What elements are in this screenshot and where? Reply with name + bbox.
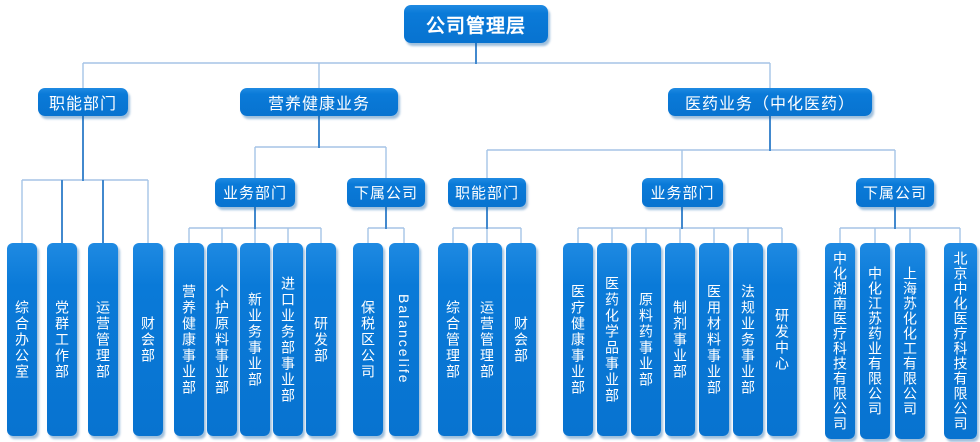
org-node-nutrition-health-division: 营养健康事业部: [174, 243, 204, 436]
org-node-balancelife: Balancelife: [389, 243, 419, 436]
org-node-pharma-operations-management-dept: 运营管理部: [472, 243, 502, 436]
org-node-regulatory-business-division: 法规业务事业部: [733, 243, 763, 436]
org-node-finance-accounting-dept: 财会部: [133, 243, 163, 436]
org-node-operations-management-dept: 运营管理部: [88, 243, 118, 436]
org-node-rnd-center: 研发中心: [767, 243, 797, 436]
org-node-pharma-general-management-dept: 综合管理部: [438, 243, 468, 436]
org-node-nutrition-business-departments: 业务部门: [215, 178, 295, 207]
org-node-company-management: 公司管理层: [404, 5, 548, 43]
org-node-functional-departments: 职能部门: [38, 88, 128, 116]
org-node-medical-materials-division: 医用材料事业部: [699, 243, 729, 436]
org-node-sinochem-jiangsu-pharma: 中化江苏药业有限公司: [860, 243, 890, 439]
org-node-general-office: 综合办公室: [7, 243, 37, 436]
org-node-pharma-finance-accounting-dept: 财会部: [506, 243, 536, 436]
org-node-beijing-sinochem-medical-tech: 北京中化医疗科技有限公司: [944, 243, 977, 439]
org-node-pharma-business-departments: 业务部门: [642, 178, 723, 207]
org-node-new-business-division: 新业务事业部: [240, 243, 270, 436]
org-node-preparations-division: 制剂事业部: [665, 243, 695, 436]
org-node-nutrition-subsidiaries: 下属公司: [347, 178, 425, 207]
org-node-api-division: 原料药事业部: [631, 243, 661, 436]
org-node-personal-care-materials-division: 个护原料事业部: [207, 243, 237, 436]
org-node-medical-health-division: 医疗健康事业部: [563, 243, 593, 436]
org-node-shanghai-suhua-chemical: 上海苏化化工有限公司: [895, 243, 925, 439]
org-node-nutrition-health-business: 营养健康业务: [240, 88, 398, 116]
org-node-pharma-subsidiaries: 下属公司: [856, 178, 934, 207]
org-node-party-mass-work-dept: 党群工作部: [47, 243, 77, 436]
org-node-bonded-zone-company: 保税区公司: [353, 243, 383, 436]
org-node-rnd-dept: 研发部: [306, 243, 336, 436]
org-node-pharma-business: 医药业务（中化医药）: [668, 88, 872, 116]
org-node-pharma-functional-departments: 职能部门: [448, 178, 526, 207]
org-node-import-business-division: 进口业务部事业部: [273, 243, 303, 436]
org-node-sinochem-hunan-medical-tech: 中化湖南医疗科技有限公司: [825, 243, 855, 439]
org-node-pharma-chemicals-division: 医药化学品事业部: [597, 243, 627, 436]
